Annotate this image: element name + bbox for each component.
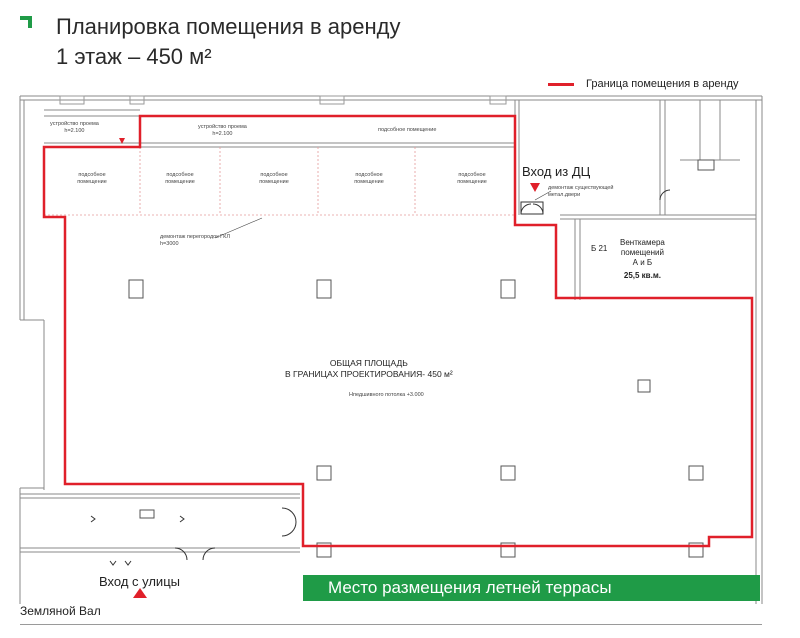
door-note: демонтаж существующей метал.двери: [548, 185, 613, 199]
terrace-banner: Место размещения летней террасы: [303, 575, 760, 601]
building-walls: [19, 95, 763, 604]
utility-room-4: подсобное помещение: [354, 172, 384, 185]
utility-room-1: подсобное помещение: [77, 172, 107, 185]
partition-note-line1: демонтаж перегородок ГКЛ: [160, 234, 230, 240]
door-note-line2: метал.двери: [548, 192, 581, 198]
entrance-markers: [119, 138, 540, 598]
title-marker-icon: [20, 16, 32, 28]
floor-level-note: Нпедшивного потолка +3.000: [349, 392, 424, 398]
opening-note-mid-line1: устройство проема: [198, 124, 247, 130]
entry-doors: [174, 189, 671, 561]
door-note-line1: демонтаж существующей: [548, 185, 614, 191]
annotation-leaders: [214, 190, 552, 239]
legend: Граница помещения в аренду: [548, 78, 739, 90]
utility-room-5: подсобное помещение: [457, 172, 487, 185]
vent-room-line3: А и Б: [632, 258, 653, 267]
total-area-line2: В ГРАНИЦАХ ПРОЕКТИРОВАНИЯ- 450 м²: [285, 369, 453, 379]
entrance-street-label: Вход с улицы: [99, 574, 180, 589]
street-label: Земляной Вал: [20, 604, 101, 618]
legend-label: Граница помещения в аренду: [586, 78, 739, 90]
utility-room-top: подсобное помещение: [378, 127, 437, 133]
opening-note-mid-line2: h=2.100: [212, 131, 233, 137]
opening-note-left: устройство проема h=2.100: [50, 121, 99, 135]
title-line-2: 1 этаж – 450 м²: [56, 44, 212, 69]
utility-partitions: [44, 147, 515, 216]
rental-boundary: [42, 114, 754, 548]
opening-note-left-line1: устройство проема: [50, 121, 99, 127]
total-area-line1: ОБЩАЯ ПЛОЩАДЬ: [329, 358, 408, 368]
utility-room-3: подсобное помещение: [259, 172, 289, 185]
opening-note-mid: устройство проема h=2.100: [198, 124, 247, 138]
room-code: Б 21: [591, 244, 608, 253]
bottom-divider: [20, 624, 762, 625]
opening-note-left-line2: h=2.100: [64, 128, 85, 134]
vent-room-line1: Венткамера: [620, 238, 665, 247]
vent-room-area: 25,5 кв.м.: [623, 271, 661, 280]
utility-room-2: подсобное помещение: [165, 172, 195, 185]
title-line-1: Планировка помещения в аренду: [56, 14, 401, 39]
entrance-dc-label: Вход из ДЦ: [522, 164, 591, 179]
partition-note-line2: h=3000: [160, 241, 179, 247]
vent-room-line2: помещений: [620, 248, 664, 257]
partition-note: демонтаж перегородок ГКЛ h=3000: [160, 234, 230, 248]
page-title: Планировка помещения в аренду 1 этаж – 4…: [56, 12, 401, 72]
boundary-legend-swatch: [548, 82, 574, 86]
vent-room-label: Венткамера помещений А и Б 25,5 кв.м.: [620, 238, 665, 281]
total-area-label: ОБЩАЯ ПЛОЩАДЬ В ГРАНИЦАХ ПРОЕКТИРОВАНИЯ-…: [285, 358, 453, 380]
direction-chevrons: [90, 515, 185, 566]
window-columns-top: [59, 95, 507, 105]
